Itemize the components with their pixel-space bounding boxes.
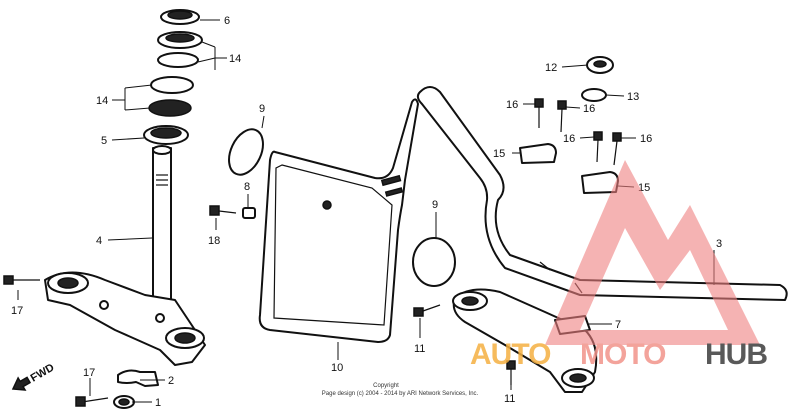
part-16-bolt-2 bbox=[557, 100, 567, 133]
part-4-stem-top bbox=[152, 145, 172, 155]
callout-16-b: 16 bbox=[583, 103, 595, 115]
callout-16-c: 16 bbox=[563, 133, 575, 145]
watermark-logo-icon bbox=[545, 160, 760, 345]
watermark-moto: MOTO bbox=[580, 338, 666, 371]
upper-clamp-hole-left-inner bbox=[461, 296, 479, 306]
callout-labels: 6 14 14 5 4 9 8 18 10 9 11 11 17 17 2 1 … bbox=[11, 15, 722, 409]
watermark-auto: AUTO bbox=[470, 338, 551, 371]
copyright-line-1: Copyright bbox=[373, 383, 399, 389]
part-10-number-plate bbox=[258, 98, 419, 343]
watermark: AUTO MOTO HUB bbox=[470, 160, 768, 371]
watermark-hub: HUB bbox=[705, 338, 767, 371]
part-5-dust-seal-inner bbox=[150, 127, 182, 139]
part-14-lower-bearing bbox=[148, 99, 192, 117]
upper-triple-clamp bbox=[452, 288, 598, 393]
clamp-bolt-hole bbox=[155, 313, 165, 323]
callout-1: 1 bbox=[155, 397, 161, 409]
callout-2: 2 bbox=[168, 375, 174, 387]
callout-16-a: 16 bbox=[506, 99, 518, 111]
part-14-upper-bearing-race bbox=[165, 33, 195, 43]
callout-5: 5 bbox=[101, 135, 107, 147]
callout-11-upper: 11 bbox=[414, 343, 425, 355]
part-16-bolt-1 bbox=[534, 98, 544, 128]
part-4-stem-tube bbox=[152, 147, 172, 309]
callout-7: 7 bbox=[615, 319, 621, 331]
callout-9-upper: 9 bbox=[259, 103, 265, 115]
callout-8: 8 bbox=[244, 181, 250, 193]
number-plate-inner-edge bbox=[273, 164, 393, 326]
forward-arrow-icon bbox=[11, 376, 32, 391]
plate-slot bbox=[380, 174, 402, 187]
callout-6: 6 bbox=[224, 15, 230, 27]
callout-18: 18 bbox=[208, 235, 220, 247]
part-17-bolt-lower bbox=[75, 396, 109, 407]
callout-11-lower: 11 bbox=[504, 393, 515, 405]
upper-clamp-hole-right-inner bbox=[569, 373, 587, 383]
callout-4: 4 bbox=[96, 235, 102, 247]
part-2-cable-guide bbox=[117, 369, 159, 387]
part-17-bolt-upper bbox=[3, 275, 40, 285]
part-11-bolt-upper bbox=[413, 304, 441, 317]
callout-12: 12 bbox=[545, 62, 557, 74]
callout-9-lower: 9 bbox=[432, 199, 438, 211]
part-16-bolt-3 bbox=[593, 131, 603, 163]
handlebar-knurl bbox=[539, 261, 551, 271]
forward-direction-arrow: FWD bbox=[11, 362, 57, 391]
part-3-handlebar bbox=[416, 86, 788, 301]
part-9-rubber-band-upper bbox=[228, 128, 264, 176]
fwd-label: FWD bbox=[29, 362, 57, 385]
part-16-bolt-4 bbox=[612, 132, 622, 166]
copyright-line-2: Page design (c) 2004 - 2014 by ARI Netwo… bbox=[322, 391, 479, 397]
part-14-upper-race bbox=[157, 52, 199, 68]
plate-mount-hole bbox=[322, 200, 332, 210]
handlebar-assembly bbox=[413, 56, 788, 393]
steering-stem-assembly bbox=[3, 9, 206, 409]
callout-3: 3 bbox=[716, 238, 722, 250]
part-12-cap-inner bbox=[593, 60, 607, 68]
part-15-upper-holder-left bbox=[519, 143, 557, 164]
part-11-bolt-lower bbox=[506, 360, 516, 385]
callout-14-upper: 14 bbox=[229, 53, 241, 65]
part-1-clamp-inner bbox=[118, 398, 130, 406]
callout-14-lower: 14 bbox=[96, 95, 108, 107]
callout-15-left: 15 bbox=[493, 148, 505, 160]
callout-17-lower: 17 bbox=[83, 367, 95, 379]
callout-10: 10 bbox=[331, 362, 343, 374]
part-9-rubber-band-lower bbox=[412, 237, 456, 287]
plate-slot bbox=[384, 187, 404, 197]
part-18-bolt bbox=[209, 205, 237, 216]
part-14-lower-race bbox=[150, 76, 194, 94]
part-6-stem-nut-top bbox=[167, 10, 193, 20]
fork-clamp-hole-right-inner bbox=[174, 332, 196, 344]
callout-17-upper: 17 bbox=[11, 305, 23, 317]
clamp-bolt-hole bbox=[99, 300, 109, 310]
callout-13: 13 bbox=[627, 91, 639, 103]
callout-16-d: 16 bbox=[640, 133, 652, 145]
number-plate-assembly bbox=[209, 98, 456, 343]
part-8-collar bbox=[242, 207, 256, 219]
fork-clamp-hole-left-inner bbox=[57, 277, 79, 289]
part-13-bushing bbox=[581, 88, 607, 102]
